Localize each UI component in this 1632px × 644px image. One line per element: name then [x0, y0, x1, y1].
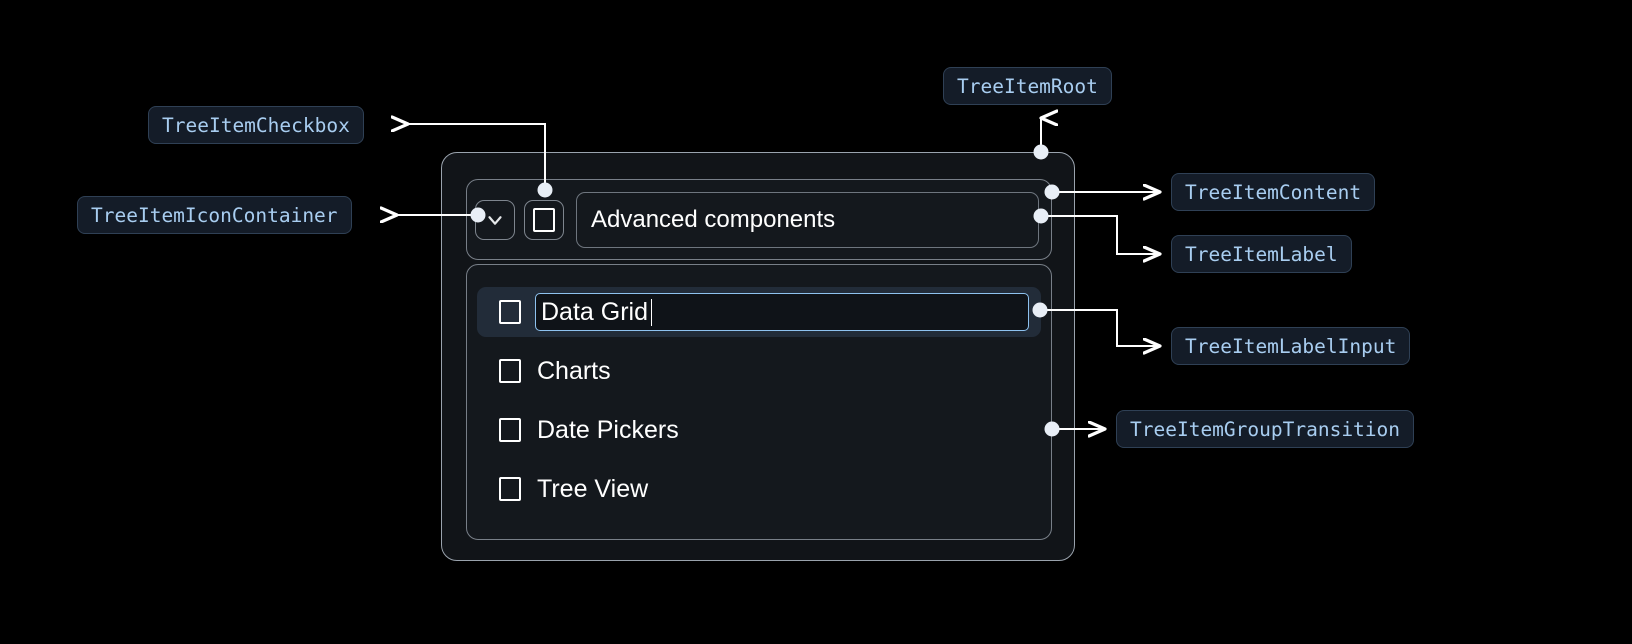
tree-item-group-transition: Data Grid Charts Date Pickers Tree View: [466, 264, 1052, 540]
annotation-chip-label: TreeItemIconContainer: [91, 203, 338, 227]
tree-item-label-text: Charts: [537, 356, 611, 385]
tree-item-root[interactable]: Advanced components Data Grid Charts Dat…: [441, 152, 1075, 561]
tree-item-row-date-pickers[interactable]: Date Pickers: [477, 407, 1041, 453]
chevron-down-icon: [484, 209, 506, 231]
checkbox-unchecked-icon[interactable]: [499, 418, 521, 442]
annotation-chip-label: TreeItemLabel: [1185, 242, 1338, 266]
tree-item-label-text: Advanced components: [591, 205, 836, 233]
annotation-chip-tree-item-label: TreeItemLabel: [1171, 235, 1352, 273]
tree-item-checkbox[interactable]: [524, 199, 564, 240]
tree-item-label-text: Date Pickers: [537, 415, 679, 444]
text-caret: [650, 298, 653, 326]
tree-item-label-text: Tree View: [537, 474, 649, 503]
annotation-chip-label: TreeItemContent: [1185, 180, 1362, 204]
checkbox-unchecked-icon[interactable]: [499, 477, 521, 501]
tree-item-label-input-value: Data Grid: [541, 297, 648, 326]
annotation-chip-tree-item-group-transition: TreeItemGroupTransition: [1116, 410, 1415, 448]
tree-item-row-data-grid[interactable]: Data Grid: [477, 287, 1041, 337]
annotation-chip-tree-item-label-input: TreeItemLabelInput: [1171, 327, 1411, 365]
tree-item-label[interactable]: Advanced components: [576, 191, 1039, 248]
tree-item-row-charts[interactable]: Charts: [477, 348, 1041, 394]
annotation-chip-label: TreeItemGroupTransition: [1130, 417, 1401, 441]
tree-item-row-tree-view[interactable]: Tree View: [477, 466, 1041, 512]
tree-item-icon-container[interactable]: [475, 199, 515, 240]
annotation-chip-tree-item-icon-container: TreeItemIconContainer: [77, 196, 352, 234]
annotation-chip-label: TreeItemLabelInput: [1185, 334, 1397, 358]
annotation-chip-tree-item-content: TreeItemContent: [1171, 173, 1376, 211]
annotation-chip-tree-item-root: TreeItemRoot: [943, 67, 1112, 105]
tree-item-label-input[interactable]: Data Grid: [535, 293, 1029, 331]
annotation-chip-label: TreeItemCheckbox: [162, 113, 350, 137]
annotation-chip-tree-item-checkbox: TreeItemCheckbox: [148, 106, 364, 144]
checkbox-unchecked-icon[interactable]: [499, 300, 521, 324]
tree-item-content[interactable]: Advanced components: [466, 179, 1052, 260]
checkbox-unchecked-icon[interactable]: [499, 359, 521, 383]
checkbox-unchecked-icon: [533, 207, 555, 232]
annotation-chip-label: TreeItemRoot: [957, 74, 1098, 98]
